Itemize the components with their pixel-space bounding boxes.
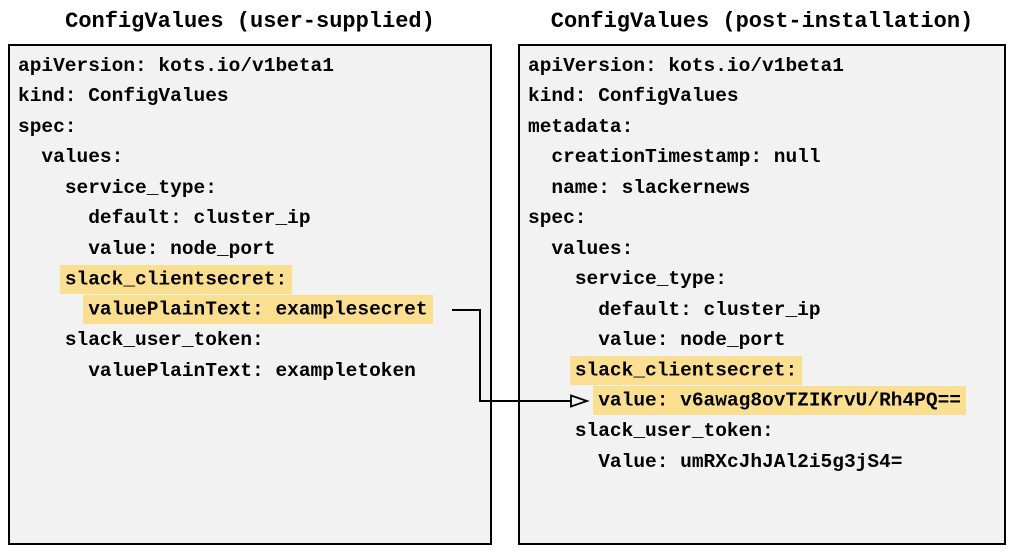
yaml-text: slack_user_token:	[574, 420, 774, 443]
yaml-line: creationTimestamp: null	[528, 142, 1000, 172]
yaml-indent	[18, 146, 41, 168]
yaml-indent	[528, 299, 598, 321]
yaml-line: kind: ConfigValues	[18, 81, 486, 111]
yaml-line: values:	[18, 142, 486, 172]
highlighted-yaml-text: slack_clientsecret:	[59, 264, 293, 294]
post-installation-panel-title: ConfigValues (post-installation)	[550, 9, 974, 34]
yaml-line: spec:	[18, 112, 486, 142]
yaml-text: service_type:	[64, 176, 217, 199]
yaml-line: default: cluster_ip	[528, 295, 1000, 325]
yaml-indent	[528, 420, 575, 442]
yaml-indent	[528, 329, 598, 351]
yaml-line: slack_clientsecret:	[18, 264, 486, 294]
user-supplied-yaml-block: apiVersion: kots.io/v1beta1 kind: ConfigV…	[10, 46, 490, 386]
yaml-line: value: node_port	[528, 325, 1000, 355]
yaml-indent	[528, 146, 551, 168]
yaml-indent	[18, 299, 88, 321]
yaml-text: Value: umRXcJhJAl2i5g3jS4=	[598, 450, 903, 473]
yaml-text: values:	[41, 146, 124, 169]
yaml-line: valuePlainText: examplesecret	[18, 295, 486, 325]
post-installation-yaml-block: apiVersion: kots.io/v1beta1 kind: ConfigV…	[520, 46, 1004, 477]
yaml-line: apiVersion: kots.io/v1beta1	[18, 51, 486, 81]
yaml-text: service_type:	[574, 268, 727, 291]
yaml-indent	[528, 268, 575, 290]
yaml-line: spec:	[528, 203, 1000, 233]
yaml-line: valuePlainText: exampletoken	[18, 356, 486, 386]
yaml-text: kind: ConfigValues	[18, 85, 229, 108]
yaml-line: slack_clientsecret:	[528, 356, 1000, 386]
yaml-indent	[528, 360, 575, 382]
yaml-line: slack_user_token:	[528, 416, 1000, 446]
yaml-indent	[528, 177, 551, 199]
yaml-text: name: slackernews	[551, 176, 751, 199]
yaml-text: spec:	[18, 115, 77, 138]
yaml-text: default: cluster_ip	[88, 207, 311, 230]
yaml-indent	[18, 238, 88, 260]
highlighted-yaml-text: valuePlainText: examplesecret	[83, 295, 433, 325]
yaml-line: value: node_port	[18, 234, 486, 264]
yaml-line: value: v6awag8ovTZIKrvU/Rh4PQ==	[528, 386, 1000, 416]
yaml-indent	[18, 268, 65, 290]
yaml-indent	[18, 207, 88, 229]
yaml-indent	[18, 329, 65, 351]
yaml-line: kind: ConfigValues	[528, 81, 1000, 111]
yaml-line: service_type:	[528, 264, 1000, 294]
yaml-text: metadata:	[528, 115, 634, 138]
yaml-text: values:	[551, 237, 634, 260]
yaml-line: name: slackernews	[528, 173, 1000, 203]
yaml-line: Value: umRXcJhJAl2i5g3jS4=	[528, 447, 1000, 477]
yaml-indent	[18, 177, 65, 199]
yaml-text: slack_user_token:	[64, 329, 264, 352]
yaml-line: values:	[528, 234, 1000, 264]
yaml-text: default: cluster_ip	[598, 298, 821, 321]
yaml-text: apiVersion: kots.io/v1beta1	[528, 55, 844, 77]
yaml-text: value: node_port	[88, 237, 276, 260]
yaml-line: metadata:	[528, 112, 1000, 142]
yaml-line: default: cluster_ip	[18, 203, 486, 233]
yaml-indent	[528, 390, 598, 412]
yaml-indent	[18, 360, 88, 382]
user-supplied-config-panel: apiVersion: kots.io/v1beta1 kind: ConfigV…	[8, 44, 492, 545]
highlighted-yaml-text: slack_clientsecret:	[569, 356, 803, 386]
yaml-line: apiVersion: kots.io/v1beta1	[528, 51, 1000, 81]
post-installation-config-panel: apiVersion: kots.io/v1beta1 kind: ConfigV…	[518, 44, 1006, 545]
yaml-line: service_type:	[18, 173, 486, 203]
yaml-indent	[528, 451, 598, 473]
yaml-indent	[528, 238, 551, 260]
yaml-text: apiVersion: kots.io/v1beta1	[18, 55, 334, 77]
yaml-text: valuePlainText: exampletoken	[88, 359, 416, 382]
highlighted-yaml-text: value: v6awag8ovTZIKrvU/Rh4PQ==	[593, 386, 966, 416]
yaml-text: kind: ConfigValues	[528, 85, 739, 108]
user-supplied-panel-title: ConfigValues (user-supplied)	[65, 9, 435, 34]
yaml-text: creationTimestamp: null	[551, 146, 821, 169]
yaml-text: spec:	[528, 207, 587, 230]
yaml-text: value: node_port	[598, 329, 786, 352]
yaml-line: slack_user_token:	[18, 325, 486, 355]
